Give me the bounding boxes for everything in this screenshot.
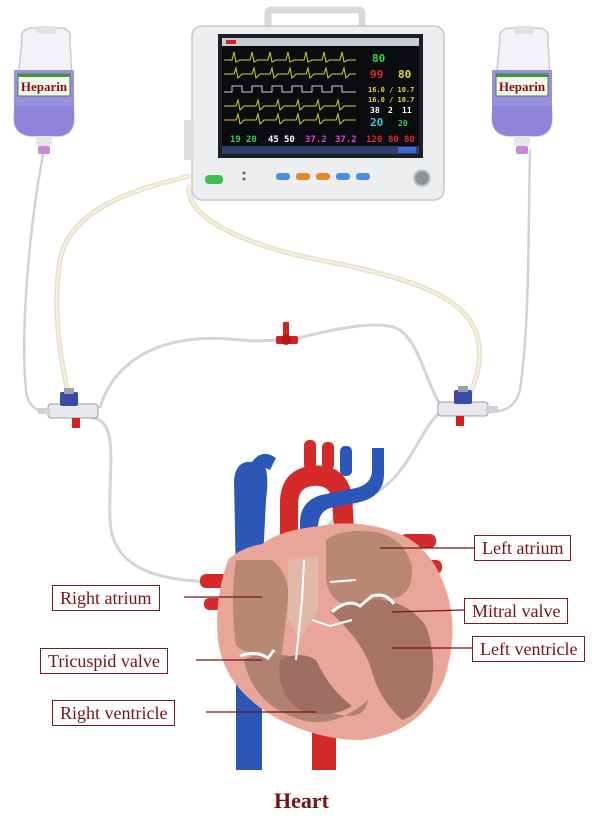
svg-text:20: 20 — [246, 135, 257, 145]
svg-text:80: 80 — [404, 135, 415, 145]
monitor-button[interactable] — [316, 173, 330, 180]
svg-text:19: 19 — [230, 135, 241, 145]
iv-bag-left: Heparin — [14, 26, 74, 154]
stopcock-left — [38, 388, 98, 428]
heart-illustration — [200, 440, 453, 770]
svg-text:16.0 / 10.7: 16.0 / 10.7 — [368, 96, 414, 104]
t-connector — [276, 322, 298, 345]
svg-text:16.0 / 10.7: 16.0 / 10.7 — [368, 86, 414, 94]
svg-text:11: 11 — [402, 106, 412, 115]
svg-text:2: 2 — [388, 106, 393, 115]
bag-label-right: Heparin — [499, 79, 546, 94]
svg-text:20: 20 — [398, 119, 408, 128]
svg-text:45: 45 — [268, 135, 279, 145]
svg-text:38: 38 — [370, 106, 380, 115]
label-left-atrium: Left atrium — [474, 535, 571, 561]
label-tricuspid-valve: Tricuspid valve — [40, 648, 168, 674]
svg-text:80: 80 — [398, 68, 411, 81]
svg-text:37.2: 37.2 — [335, 135, 357, 145]
svg-text:80: 80 — [388, 135, 399, 145]
label-right-ventricle: Right ventricle — [52, 700, 175, 726]
svg-text:50: 50 — [284, 135, 295, 145]
iv-bag-right: Heparin — [492, 26, 552, 154]
label-left-ventricle: Left ventricle — [472, 636, 585, 662]
figure-caption: Heart — [0, 788, 603, 814]
monitor-button[interactable] — [276, 173, 290, 180]
label-mitral-valve: Mitral valve — [464, 598, 568, 624]
svg-text:20: 20 — [370, 116, 383, 129]
monitor-button[interactable] — [296, 173, 310, 180]
patient-monitor: 80 99 80 16.0 / 10.7 16.0 / 10.7 38 2 11… — [184, 10, 444, 200]
svg-text:80: 80 — [372, 52, 385, 65]
bag-label-left: Heparin — [21, 79, 68, 94]
power-button[interactable] — [205, 175, 223, 184]
svg-text:120: 120 — [366, 135, 382, 145]
stopcock-right — [438, 386, 498, 426]
control-knob[interactable] — [414, 170, 430, 186]
monitor-button[interactable] — [336, 173, 350, 180]
svg-text:99: 99 — [370, 68, 383, 81]
label-right-atrium: Right atrium — [52, 585, 160, 611]
monitor-button[interactable] — [356, 173, 370, 180]
svg-text:37.2: 37.2 — [305, 135, 327, 145]
